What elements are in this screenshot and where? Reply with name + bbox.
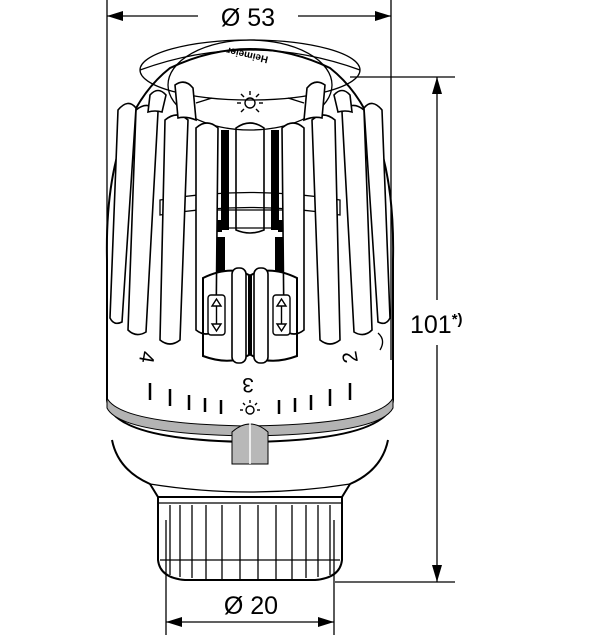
up-down-arrow-icon (272, 294, 291, 336)
brand-label: Heimeier (226, 44, 270, 64)
height-value: 101 (410, 311, 452, 339)
scale-number-4: 4 (134, 349, 159, 365)
scale-number-3: 3 (242, 373, 254, 396)
height-dimension: 101*) (410, 77, 463, 582)
arrowhead-icon (375, 11, 391, 21)
adjust-buttons (202, 267, 298, 364)
top-diameter-dimension: Ø 53 (107, 4, 391, 32)
bottom-diameter-dimension: Ø 20 (166, 590, 334, 627)
up-down-arrow-icon (207, 294, 226, 336)
bottom-diameter-label: Ø 20 (224, 592, 278, 620)
arrowhead-icon (166, 617, 182, 627)
arrowhead-icon (432, 565, 442, 582)
frost-symbol-icon (237, 91, 263, 113)
arrowhead-icon (318, 617, 334, 627)
arrowhead-icon (107, 11, 123, 21)
height-footnote-mark: *) (452, 311, 463, 328)
scale-ring: 4 3 2 (106, 332, 394, 465)
top-diameter-label: Ø 53 (221, 4, 275, 32)
valve-connector (157, 497, 343, 581)
scale-number-2: 2 (338, 349, 363, 365)
collar (111, 439, 389, 498)
height-label: 101*) (410, 311, 463, 339)
arrowhead-icon (432, 77, 442, 94)
frost-symbol-icon (240, 400, 260, 415)
cage-ribs (109, 81, 391, 345)
indicator-band (106, 397, 394, 437)
